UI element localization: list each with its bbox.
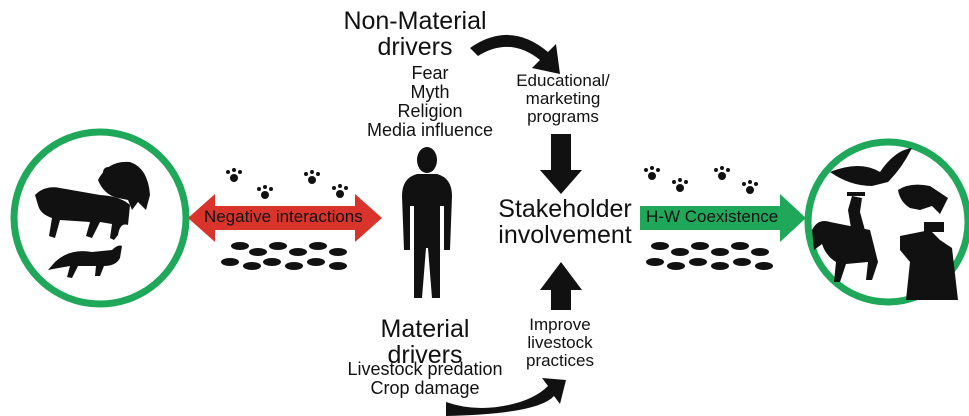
human-figure-icon xyxy=(402,147,452,298)
non-material-drivers-list: Fear Myth Religion Media influence xyxy=(340,64,520,140)
paw-print-icon xyxy=(226,166,758,199)
list-item: Crop damage xyxy=(370,378,480,398)
coexistence-label: H-W Coexistence xyxy=(646,207,779,226)
curved-arrow-top xyxy=(470,34,560,74)
curved-arrow-bottom xyxy=(446,378,566,416)
material-title-line1: Material xyxy=(380,315,470,343)
list-item: Media influence xyxy=(366,120,494,140)
non-material-title-line1: Non-Material xyxy=(343,7,487,35)
negative-interactions-label: Negative interactions xyxy=(204,207,363,226)
list-item: Livestock predation xyxy=(347,359,503,379)
improve-livestock-text: Improve livestock practices xyxy=(505,316,615,370)
stakeholder-line2: involvement xyxy=(498,221,632,249)
list-item: Fear xyxy=(411,63,449,83)
material-title-line2: drivers xyxy=(387,341,463,369)
non-material-title-line2: drivers xyxy=(377,33,453,61)
stakeholder-line1: Stakeholder xyxy=(498,195,632,223)
negative-interactions-arrow xyxy=(188,194,382,242)
educational-line2: marketing xyxy=(525,89,601,108)
educational-programs-text: Educational/ marketing programs xyxy=(498,72,628,126)
list-item: Myth xyxy=(410,82,450,102)
educational-line1: Educational/ xyxy=(516,71,610,90)
improve-line1: Improve xyxy=(529,315,591,334)
material-drivers-title: Material drivers xyxy=(350,316,500,368)
down-arrow xyxy=(540,134,582,194)
list-item: Religion xyxy=(397,101,463,121)
footprint-icon xyxy=(221,242,773,270)
educational-line3: programs xyxy=(527,107,599,126)
material-drivers-list: Livestock predation Crop damage xyxy=(330,360,520,398)
wildlife-circle-icon xyxy=(10,128,190,308)
coexistence-arrow xyxy=(640,194,806,242)
stakeholder-involvement-text: Stakeholder involvement xyxy=(480,196,650,248)
non-material-drivers-title: Non-Material drivers xyxy=(330,8,500,60)
up-arrow xyxy=(540,262,582,310)
improve-line2: livestock xyxy=(527,333,593,352)
improve-line3: practices xyxy=(525,351,595,370)
coexistence-circle-icon xyxy=(804,138,969,306)
